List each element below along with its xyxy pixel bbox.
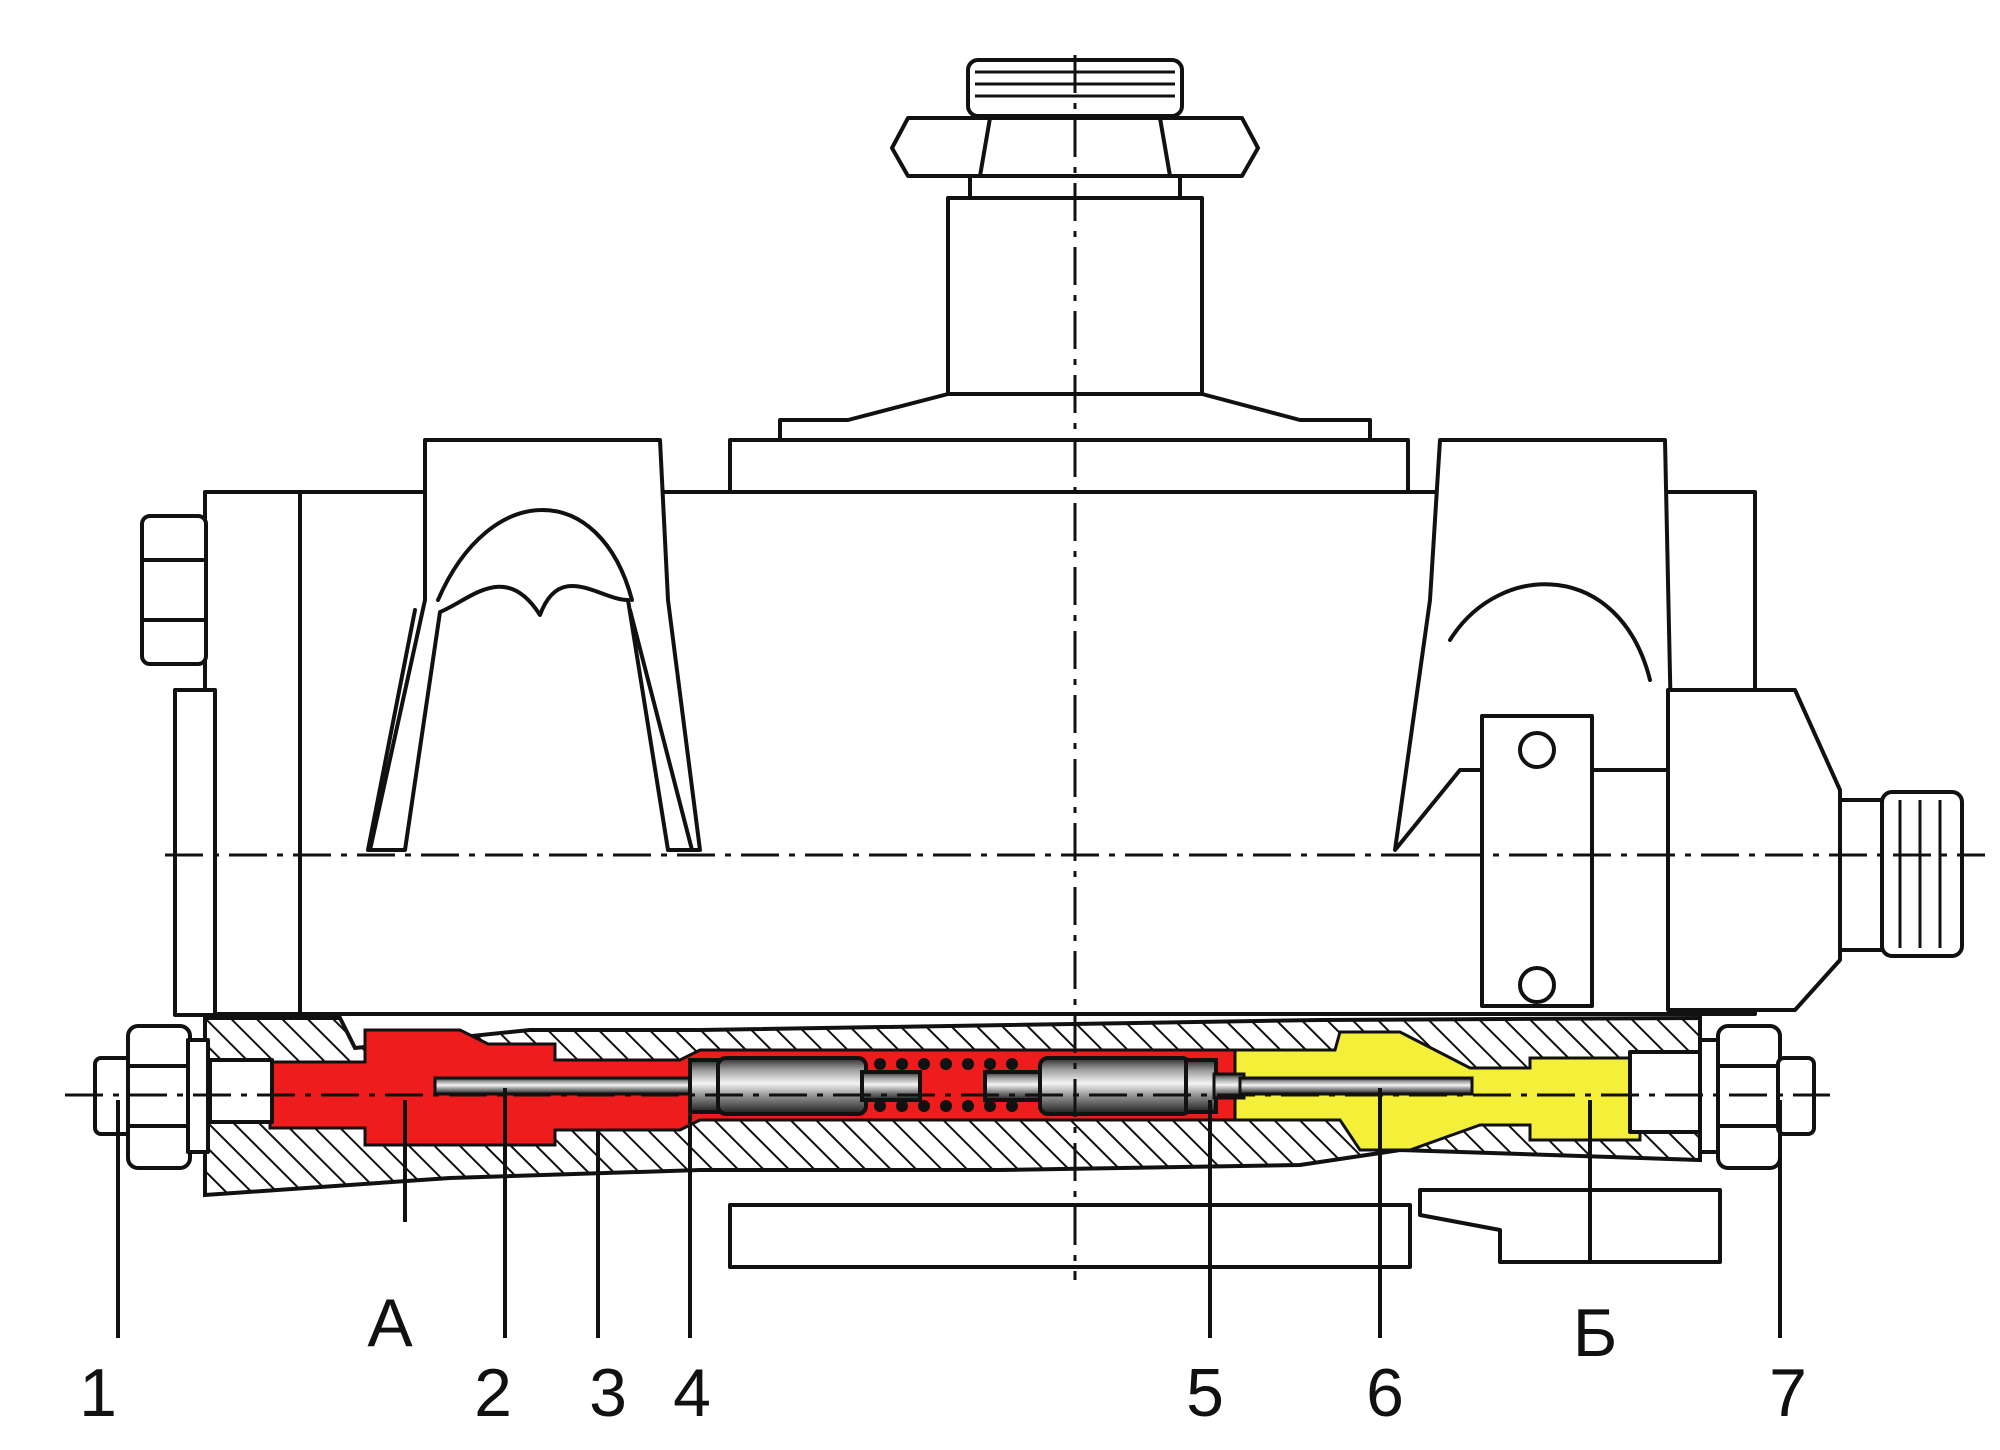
side-bolt	[140, 514, 208, 666]
lower-foot	[728, 1203, 1412, 1269]
cylinder-section	[203, 1015, 1722, 1269]
label-part-2: 2	[474, 1355, 512, 1431]
rod-2	[433, 1076, 707, 1096]
leader-lines	[116, 1088, 1782, 1338]
clamp-hole-bottom	[1518, 966, 1556, 1004]
right-port-collar	[1838, 798, 1884, 952]
top-fitting	[728, 58, 1410, 508]
right-plug	[1628, 1050, 1702, 1134]
bolt-1	[93, 1024, 210, 1170]
piston-5	[1038, 1056, 1192, 1116]
label-chamber-b: Б	[1573, 1295, 1618, 1371]
rod-6	[1238, 1076, 1474, 1096]
right-port	[1880, 790, 1964, 958]
label-part-1: 1	[79, 1355, 117, 1431]
clamp-hole-top	[1518, 731, 1556, 769]
right-bracket	[1393, 438, 1674, 852]
label-chamber-a: А	[367, 1285, 413, 1361]
label-part-6: 6	[1366, 1355, 1404, 1431]
piston-4	[716, 1056, 868, 1116]
label-part-4: 4	[673, 1355, 711, 1431]
part-labels: 1 А 2 3 4 5 6 Б 7	[79, 1285, 1807, 1431]
center-lines	[65, 55, 1985, 1280]
left-bracket	[368, 438, 702, 852]
label-part-5: 5	[1186, 1355, 1224, 1431]
label-part-3: 3	[589, 1355, 627, 1431]
right-end-cap	[1666, 688, 1842, 1012]
right-lower-foot	[1418, 1188, 1722, 1264]
left-plug	[208, 1058, 274, 1124]
bolt-7	[1698, 1024, 1816, 1170]
valve-housing	[140, 438, 1964, 1017]
left-flange	[173, 688, 217, 1017]
label-part-7: 7	[1769, 1355, 1807, 1431]
spring-coils	[854, 1058, 1038, 1112]
